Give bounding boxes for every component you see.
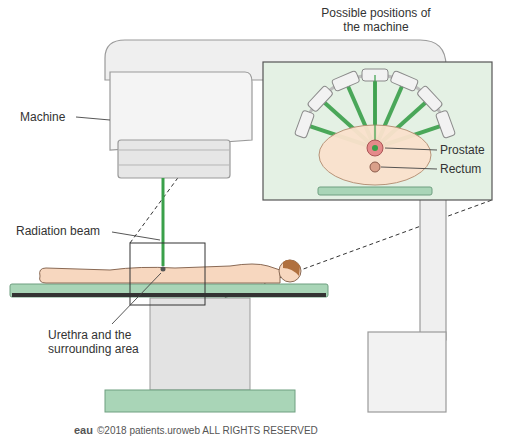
head-ring (118, 165, 230, 166)
beams (305, 75, 446, 148)
machine-position (435, 110, 455, 139)
part-label: Urethra and the surrounding area (48, 328, 166, 356)
zoom-box (130, 243, 205, 305)
gantry-base (368, 332, 446, 412)
rectum (370, 162, 380, 172)
table-edge (12, 293, 326, 297)
table-pedestal (150, 298, 250, 390)
beam (374, 75, 376, 148)
logo-text: eau (74, 423, 93, 437)
part-label: Prostate (440, 143, 485, 157)
leader-line (385, 148, 437, 150)
part-label: Machine (20, 110, 65, 124)
patient-body (40, 264, 280, 283)
part-label: Rectum (440, 162, 481, 176)
leader-line (112, 232, 160, 240)
beam-focus (372, 145, 378, 151)
table-base (105, 390, 295, 412)
leader-line (112, 273, 161, 324)
head-cylinder (118, 140, 230, 178)
urethra-dot (161, 267, 166, 272)
inset-table (318, 187, 432, 195)
prostate (367, 140, 383, 156)
radiation-beam (162, 178, 165, 266)
leader-lines (76, 117, 437, 324)
machine-position (294, 110, 314, 139)
machine-position (307, 85, 334, 112)
part-label: Possible positions of the machine (312, 6, 440, 34)
machine-position (390, 70, 419, 91)
copyright-note: ©2018 patients.uroweb ALL RIGHTS RESERVE… (97, 424, 318, 438)
inset-frame (263, 62, 492, 200)
inset (263, 62, 492, 200)
patient-head (279, 260, 301, 282)
leader-line (76, 117, 110, 120)
machine-position (417, 85, 444, 112)
patient (40, 260, 301, 283)
part-label: Radiation beam (16, 224, 100, 238)
patient-hair (283, 260, 300, 276)
head-body (110, 72, 252, 150)
table-top (10, 284, 328, 297)
head-ring (118, 150, 230, 151)
machine-position (331, 70, 360, 91)
machine-head (110, 72, 252, 178)
leader-line (381, 167, 437, 169)
